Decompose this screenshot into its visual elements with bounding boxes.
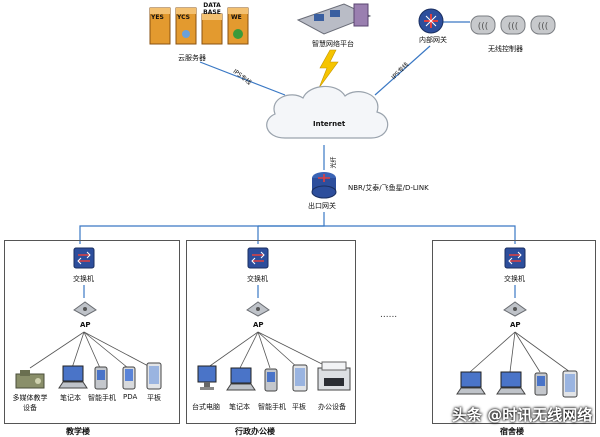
server-label: DATA BASE (203, 2, 221, 16)
inner-gateway-label: 内部网关 (419, 36, 447, 44)
watermark-text: 头条 @时讯无线网络 (452, 406, 593, 424)
inner-gateway-router-icon (418, 8, 444, 34)
server-label: YES (151, 14, 164, 21)
building-teaching (4, 240, 180, 424)
device-label: 智能手机 (258, 403, 286, 411)
device-label: 笔记本 (60, 394, 81, 402)
laptop-icon (456, 370, 486, 396)
device-label: 办公设备 (318, 403, 346, 411)
building-name-teaching: 教学楼 (66, 427, 90, 436)
platform-icon (294, 2, 374, 38)
access-point-icon (502, 300, 528, 318)
access-point-icon (245, 300, 271, 318)
building-dormitory (432, 240, 596, 424)
device-label: PDA (123, 393, 138, 401)
svg-text:(((: ((( (508, 22, 519, 32)
server-we-icon (227, 7, 249, 45)
device-label: 平板 (292, 403, 306, 411)
tablet-icon (146, 362, 162, 390)
switch-label: 交换机 (73, 275, 94, 283)
switch-icon (503, 246, 527, 270)
switch-icon (246, 246, 270, 270)
device-label: 台式电脑 (192, 403, 220, 411)
svg-text:(((: ((( (478, 22, 489, 32)
link-cloud-server (199, 61, 286, 96)
building-name-admin: 行政办公楼 (235, 427, 275, 436)
ap-label: AP (80, 321, 91, 329)
device-label: 平板 (147, 394, 161, 402)
device-label: 多媒体教学设备 (12, 394, 48, 412)
switch-label: 交换机 (504, 275, 525, 283)
office-printer-icon (316, 360, 352, 394)
server-label: YCS (177, 14, 190, 21)
server-ycs-icon (175, 7, 197, 45)
ap-label: AP (253, 321, 264, 329)
lightning-icon (318, 49, 339, 89)
internet-cloud-icon (255, 80, 395, 152)
switch-icon (72, 246, 96, 270)
smartphone-icon (534, 372, 548, 396)
svg-text:(((: ((( (538, 22, 549, 32)
tablet-icon (562, 370, 578, 398)
desktop-computer-icon (196, 364, 218, 392)
device-label: 笔记本 (229, 403, 250, 411)
exit-gateway-router-icon (311, 170, 337, 200)
access-point-icon (72, 300, 98, 318)
exit-gateway-label: 出口网关 (308, 202, 336, 210)
wireless-controller-icon: ((( ((( ((( (470, 14, 558, 36)
switch-label: 交换机 (247, 275, 268, 283)
cloud-server-label: 云服务器 (178, 54, 206, 62)
building-name-dormitory: 宿舍楼 (500, 427, 524, 436)
smartphone-icon (94, 366, 108, 390)
link-building-1 (79, 212, 325, 244)
laptop-icon (58, 364, 88, 390)
server-label: WE (231, 14, 242, 21)
ap-label: AP (510, 321, 521, 329)
pda-icon (122, 366, 136, 390)
fiber-label: 光纤 (330, 156, 338, 169)
device-label: 智能手机 (88, 394, 116, 402)
server-yes-icon (149, 7, 171, 45)
multimedia-device-icon (14, 368, 48, 390)
internet-label: Internet (313, 120, 346, 128)
laptop-icon (226, 366, 256, 392)
more-buildings-ellipsis: ...... (380, 310, 398, 320)
link-building-3 (324, 225, 516, 244)
platform-label: 智慧网络平台 (312, 40, 354, 48)
server-database-icon (201, 13, 223, 45)
wireless-controller-label: 无线控制器 (488, 45, 523, 53)
smartphone-icon (264, 368, 278, 392)
building-admin (186, 240, 356, 424)
laptop-icon (496, 370, 526, 396)
tablet-icon (292, 364, 308, 392)
gateway-brands-label: NBR/艾泰/飞鱼星/D-LINK (348, 184, 429, 192)
cloud-server-group: YES YCS DATA BASE WE (148, 2, 258, 50)
link-inner-gateway (374, 45, 431, 96)
